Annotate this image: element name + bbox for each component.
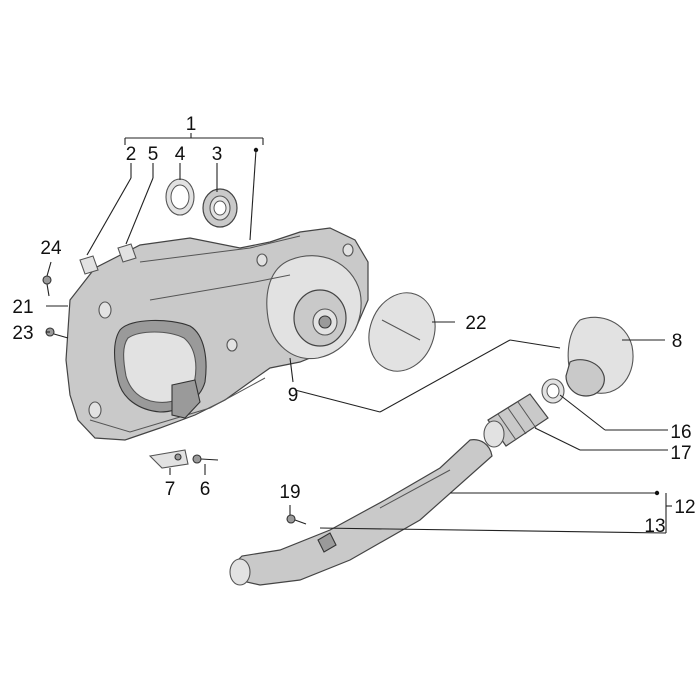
transmission-cover <box>65 227 369 441</box>
callout-2: 2 <box>126 144 137 165</box>
hose-clamp <box>541 378 565 404</box>
leader-lines <box>46 133 672 534</box>
round-cap <box>368 292 436 372</box>
callout-22: 22 <box>465 313 486 334</box>
callout-16: 16 <box>670 422 691 443</box>
callout-8: 8 <box>672 331 683 352</box>
callout-5: 5 <box>148 144 159 165</box>
callout-4: 4 <box>175 144 186 165</box>
callout-17: 17 <box>670 443 691 464</box>
callout-13: 13 <box>644 516 665 537</box>
callout-12: 12 <box>674 497 695 518</box>
intake-cover <box>565 316 634 397</box>
bracket-clip <box>148 449 189 469</box>
bellows-sleeve <box>483 393 549 448</box>
air-duct <box>229 439 493 586</box>
callout-19: 19 <box>279 482 300 503</box>
callout-labels: 1 2 5 4 3 24 21 23 22 8 9 16 17 12 13 19… <box>12 114 695 537</box>
callout-21: 21 <box>12 297 33 318</box>
dowel-pins <box>79 243 137 275</box>
callout-23: 23 <box>12 323 33 344</box>
callout-9: 9 <box>288 385 299 406</box>
callout-7: 7 <box>165 479 176 500</box>
callout-6: 6 <box>200 479 211 500</box>
seal-and-bearing <box>165 178 238 228</box>
callout-24: 24 <box>40 238 62 259</box>
callout-3: 3 <box>212 144 223 165</box>
callout-1: 1 <box>186 114 197 135</box>
